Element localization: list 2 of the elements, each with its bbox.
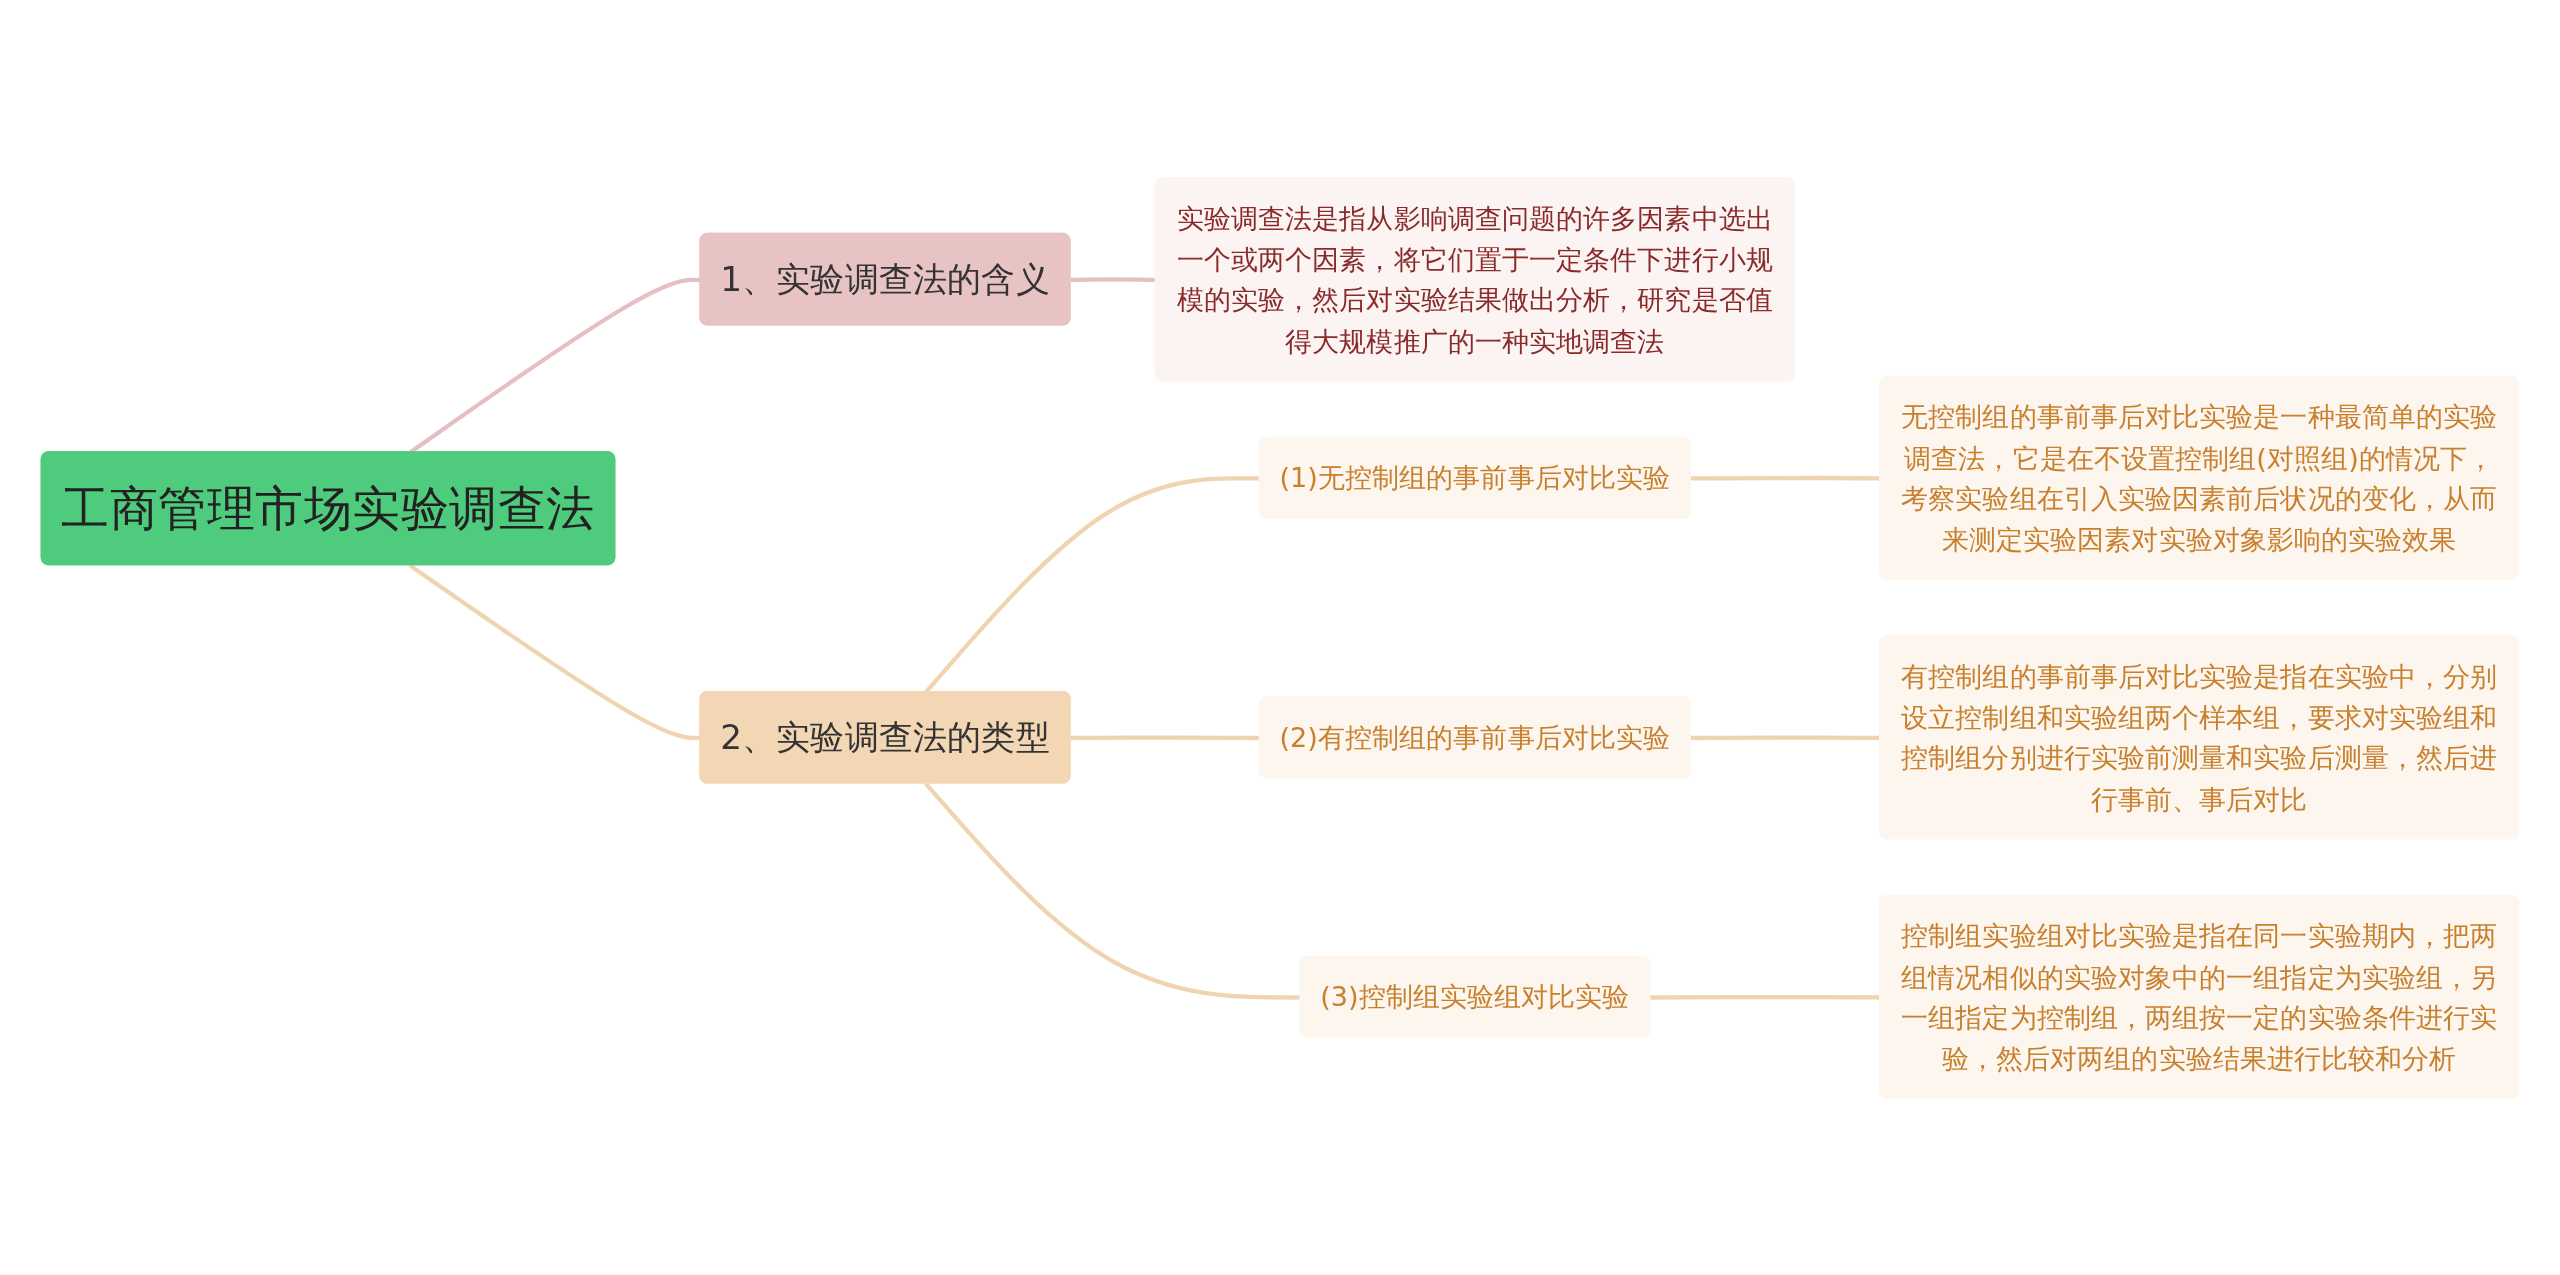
connector (408, 563, 701, 740)
connector (924, 781, 1301, 1000)
